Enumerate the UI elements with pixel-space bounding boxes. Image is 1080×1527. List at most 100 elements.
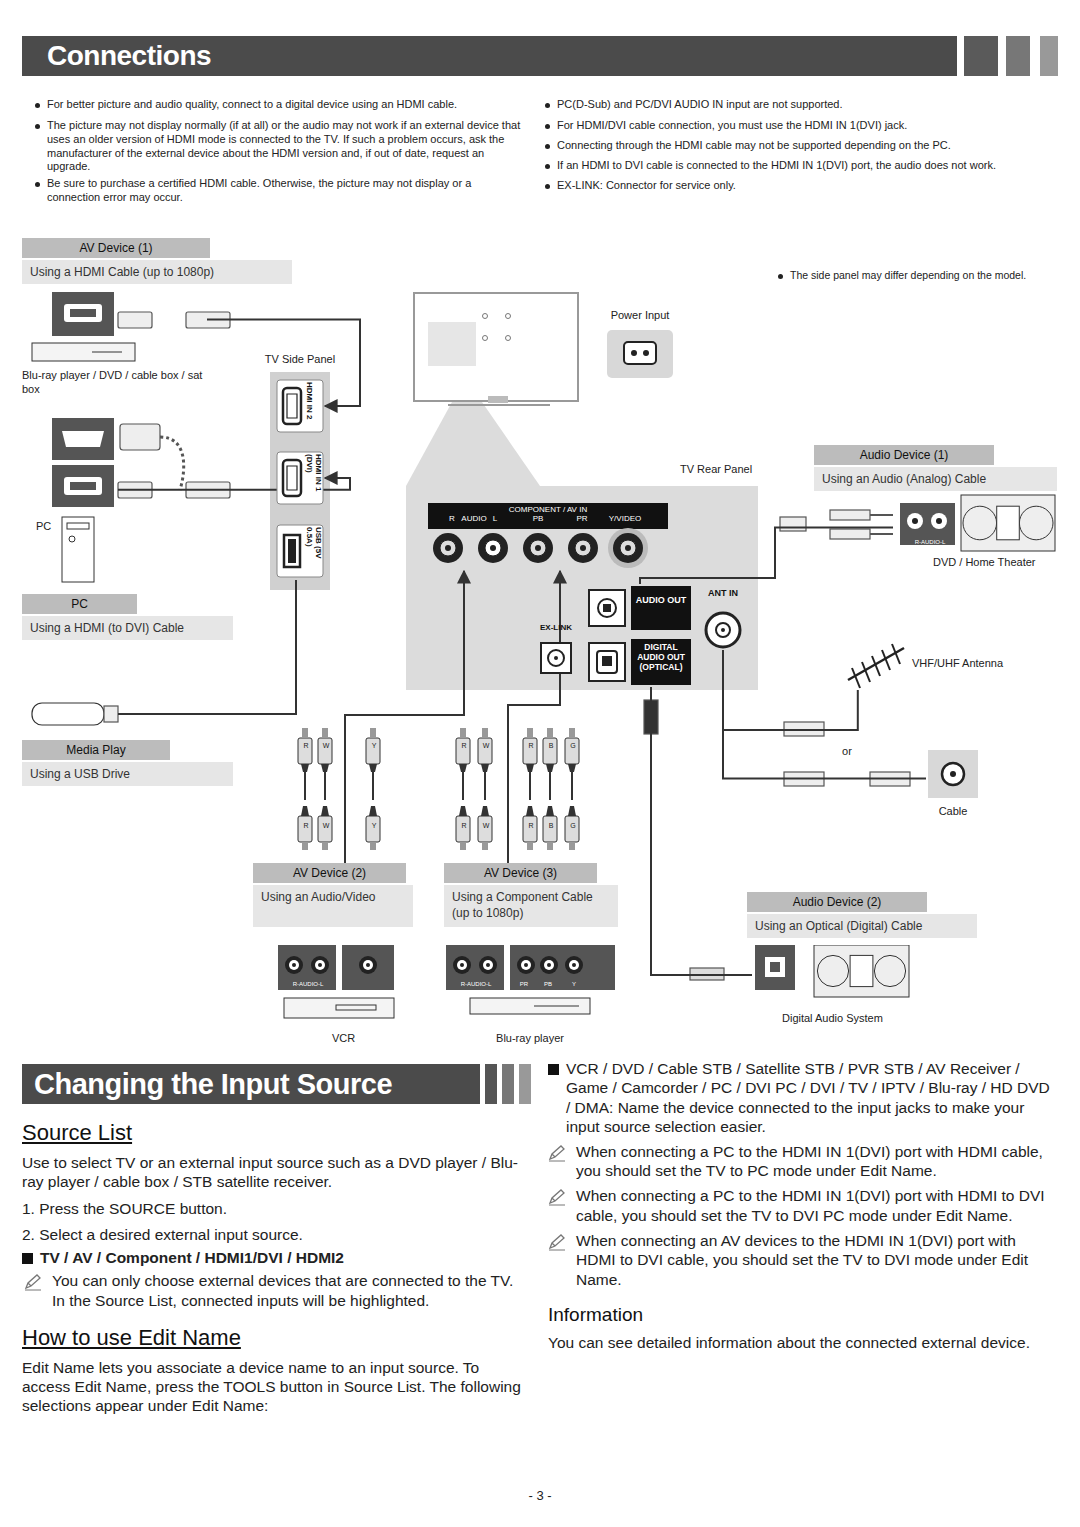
body-text: - 3 - [500, 1488, 580, 1504]
drawn-path [287, 394, 297, 418]
cable-connector [723, 650, 858, 730]
drawn-path [546, 806, 554, 816]
connection-node: VCR [276, 945, 411, 1049]
node-text: Using an Audio/Video [253, 885, 413, 927]
drawn-circle [457, 960, 467, 970]
node-text: AUDIO OUT [631, 595, 691, 606]
drawn-line [549, 1205, 565, 1206]
connection-node: DIGITAL AUDIO OUT (OPTICAL) [585, 637, 695, 687]
connection-node: EX-LINK [533, 623, 579, 679]
drawn-rect [565, 816, 579, 842]
drawn-path [459, 764, 467, 772]
drawn-rect [547, 728, 553, 738]
drawn-path [870, 515, 893, 534]
drawn-circle [517, 956, 535, 974]
jack-label: W [321, 742, 331, 750]
drawn-rect [277, 380, 323, 432]
drawn-rect [607, 330, 673, 378]
drawn-line [529, 768, 531, 800]
drawn-rect [52, 292, 114, 336]
drawn-line [25, 1290, 41, 1291]
drawn-line [549, 1250, 565, 1251]
drawn-rect [370, 842, 376, 850]
cable-connector [508, 571, 560, 863]
node-text: Using a Component Cable (up to 1080p) [444, 885, 618, 927]
drawn-circle [572, 963, 576, 967]
drawn-rect [547, 842, 553, 850]
drawn-circle [530, 540, 546, 556]
drawn-path [160, 437, 184, 490]
drawn-rect [414, 293, 578, 401]
drawn-rect [961, 495, 1055, 551]
connection-node: ANT IN [700, 588, 746, 650]
connection-node: DVD / Home Theater [893, 493, 1058, 570]
jack-label: R [459, 742, 469, 750]
drawn-rect [52, 418, 114, 460]
drawn-path [62, 431, 104, 447]
drawn-rect [446, 945, 504, 990]
drawn-rect [624, 342, 656, 364]
bullet-dot [545, 124, 550, 129]
drawn-circle [490, 545, 496, 551]
drawn-circle [620, 540, 636, 556]
body-text: When connecting an AV devices to the HDM… [576, 1231, 1058, 1289]
drawn-polygon [406, 402, 540, 486]
cable-connector [345, 571, 464, 863]
caption-card: Audio Device (1)Using an Audio (Analog) … [814, 445, 1057, 491]
drawn-rect [523, 816, 537, 842]
node-text: VCR [276, 1031, 411, 1045]
body-text: You can see detailed information about t… [548, 1333, 1038, 1352]
drawn-circle [950, 771, 956, 777]
node-text: Using an Optical (Digital) Cable [747, 914, 977, 938]
node-text: Using a HDMI Cable (up to 1080p) [22, 260, 292, 284]
drawn-line [484, 768, 486, 800]
node-text: DVD / Home Theater [933, 555, 1058, 569]
drawn-rect [690, 968, 724, 980]
drawn-path [546, 764, 554, 772]
note-text: For HDMI/DVI cable connection, you must … [557, 119, 1057, 133]
drawn-path [459, 806, 467, 816]
drawn-path [550, 1190, 564, 1203]
jack-label: G [568, 822, 578, 830]
drawn-rect [569, 728, 575, 738]
drawn-rect [488, 396, 508, 403]
node-text: Blu-ray player / DVD / cable box / sat b… [22, 368, 207, 396]
drawn-path [526, 806, 534, 816]
note-pencil-icon [547, 1144, 567, 1162]
caption-card: PCUsing a HDMI (to DVI) Cable [22, 594, 233, 640]
drawn-circle [575, 540, 591, 556]
drawn-path [26, 1275, 40, 1288]
drawn-rect [565, 738, 579, 764]
body-text: Information [548, 1303, 848, 1327]
drawn-rect [366, 738, 380, 764]
drawn-path [369, 764, 377, 772]
drawn-line [92, 352, 122, 353]
node-text: DIGITAL AUDIO OUT (OPTICAL) [631, 642, 691, 672]
caption-card: AV Device (1)Using a HDMI Cable (up to 1… [22, 238, 292, 284]
jack-label: R [459, 822, 469, 830]
drawn-circle [366, 963, 370, 967]
drawn-rect [482, 842, 488, 850]
caption-card: Media PlayUsing a USB Drive [22, 740, 233, 786]
drawn-circle [506, 336, 511, 341]
drawn-circle [524, 963, 528, 967]
bullet-dot [545, 164, 550, 169]
bullet-dot [778, 274, 783, 279]
node-text: TV Rear Panel [680, 462, 758, 476]
drawn-rect [342, 945, 394, 990]
drawn-circle [625, 545, 631, 551]
drawn-circle [544, 960, 554, 970]
drawn-rect [631, 639, 691, 685]
drawn-circle [931, 513, 947, 529]
jack-label: G [568, 742, 578, 750]
drawn-circle [548, 650, 564, 666]
drawn-rect [997, 506, 1020, 540]
drawn-rect [964, 36, 998, 76]
connection-node: Digital Audio System [752, 945, 912, 1031]
drawn-svg [585, 584, 695, 632]
drawn-circle [643, 350, 649, 356]
caption-heading: AV Device (2) [253, 863, 406, 883]
jack-label: R [526, 742, 536, 750]
drawn-rect [900, 503, 955, 545]
